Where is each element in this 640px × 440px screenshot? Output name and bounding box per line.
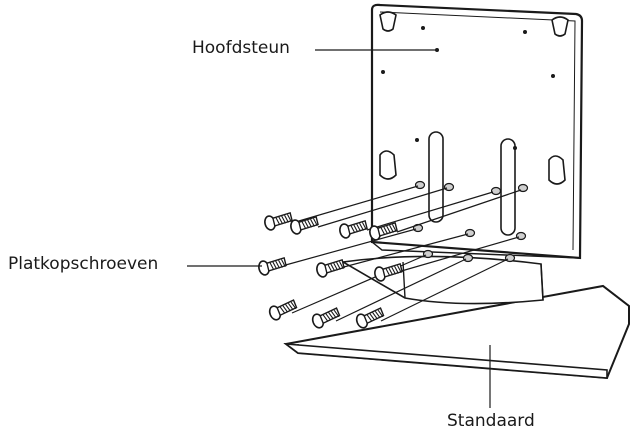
leader-lines (187, 49, 491, 408)
label-head-support: Hoofdsteun (192, 38, 290, 58)
label-flat-head-screws: Platkopschroeven (8, 254, 159, 274)
label-stand: Standaard (447, 411, 535, 431)
assembly-guide-lines (281, 185, 522, 322)
flat-head-screws (256, 210, 404, 331)
head-support-plate (370, 3, 584, 263)
stand-base (283, 255, 630, 380)
